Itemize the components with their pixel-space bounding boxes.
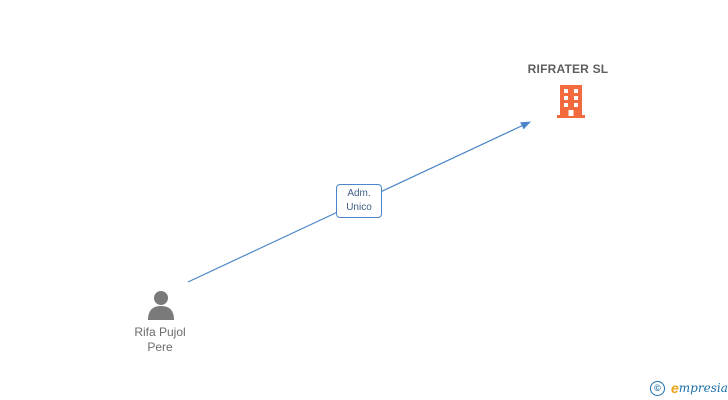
building-icon[interactable] [555, 83, 587, 119]
person-name-line1: Rifa Pujol [134, 325, 186, 339]
person-icon[interactable] [146, 290, 176, 320]
company-name[interactable]: RIFRATER SL [527, 62, 609, 76]
copyright-icon: © [650, 380, 665, 396]
person-name-line2: Pere [147, 340, 173, 354]
brand-name: mpresia [678, 381, 728, 395]
person-name[interactable]: Rifa Pujol Pere [110, 325, 210, 355]
empresia-watermark: © e mpresia [650, 378, 728, 398]
relation-label[interactable]: Adm. Unico [336, 184, 382, 218]
relation-label-line1: Adm. [347, 188, 371, 199]
brand-initial: e [671, 380, 679, 396]
relation-label-line2: Unico [346, 202, 372, 213]
